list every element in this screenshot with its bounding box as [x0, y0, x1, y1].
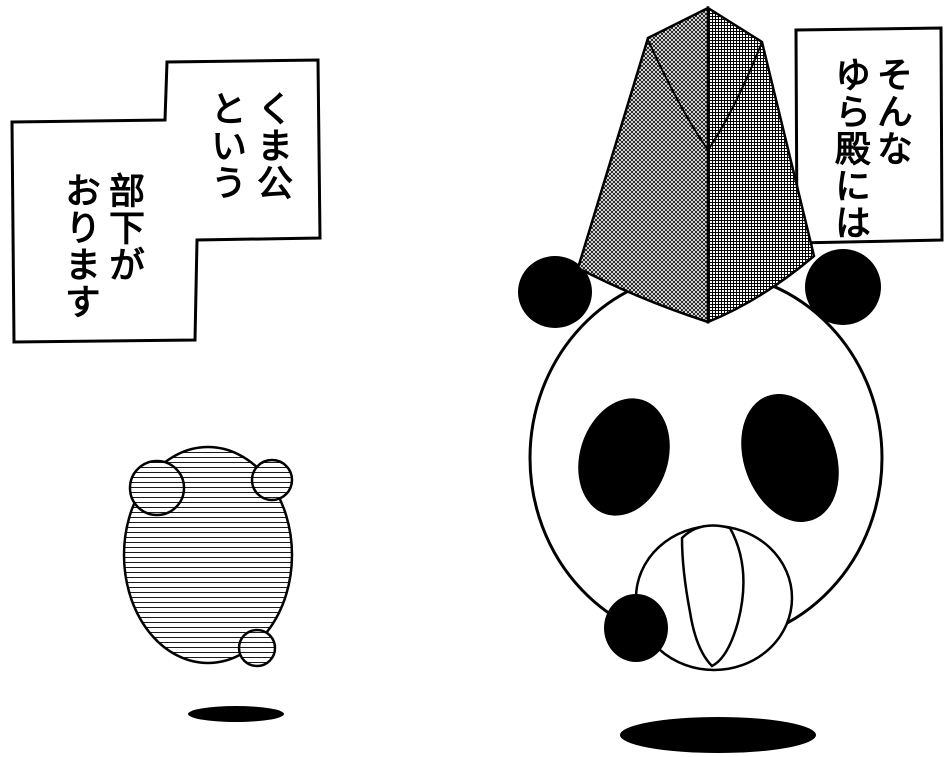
caption-box-left: [10, 58, 322, 344]
bear-figure: [122, 445, 294, 722]
panda-shadow: [620, 717, 816, 753]
caption-left-col1: くま公: [251, 90, 292, 201]
bear-shadow: [188, 706, 284, 722]
caption-right-col1: そんな: [871, 56, 912, 167]
panda-figure: [518, 5, 884, 753]
caption-left-col3: 部下が: [103, 172, 144, 283]
caption-left-col2: という: [205, 90, 246, 201]
caption-right-col2: ゆら殿には: [829, 56, 870, 241]
caption-box-right: [794, 26, 944, 245]
caption-left-col4: おります: [59, 172, 100, 320]
